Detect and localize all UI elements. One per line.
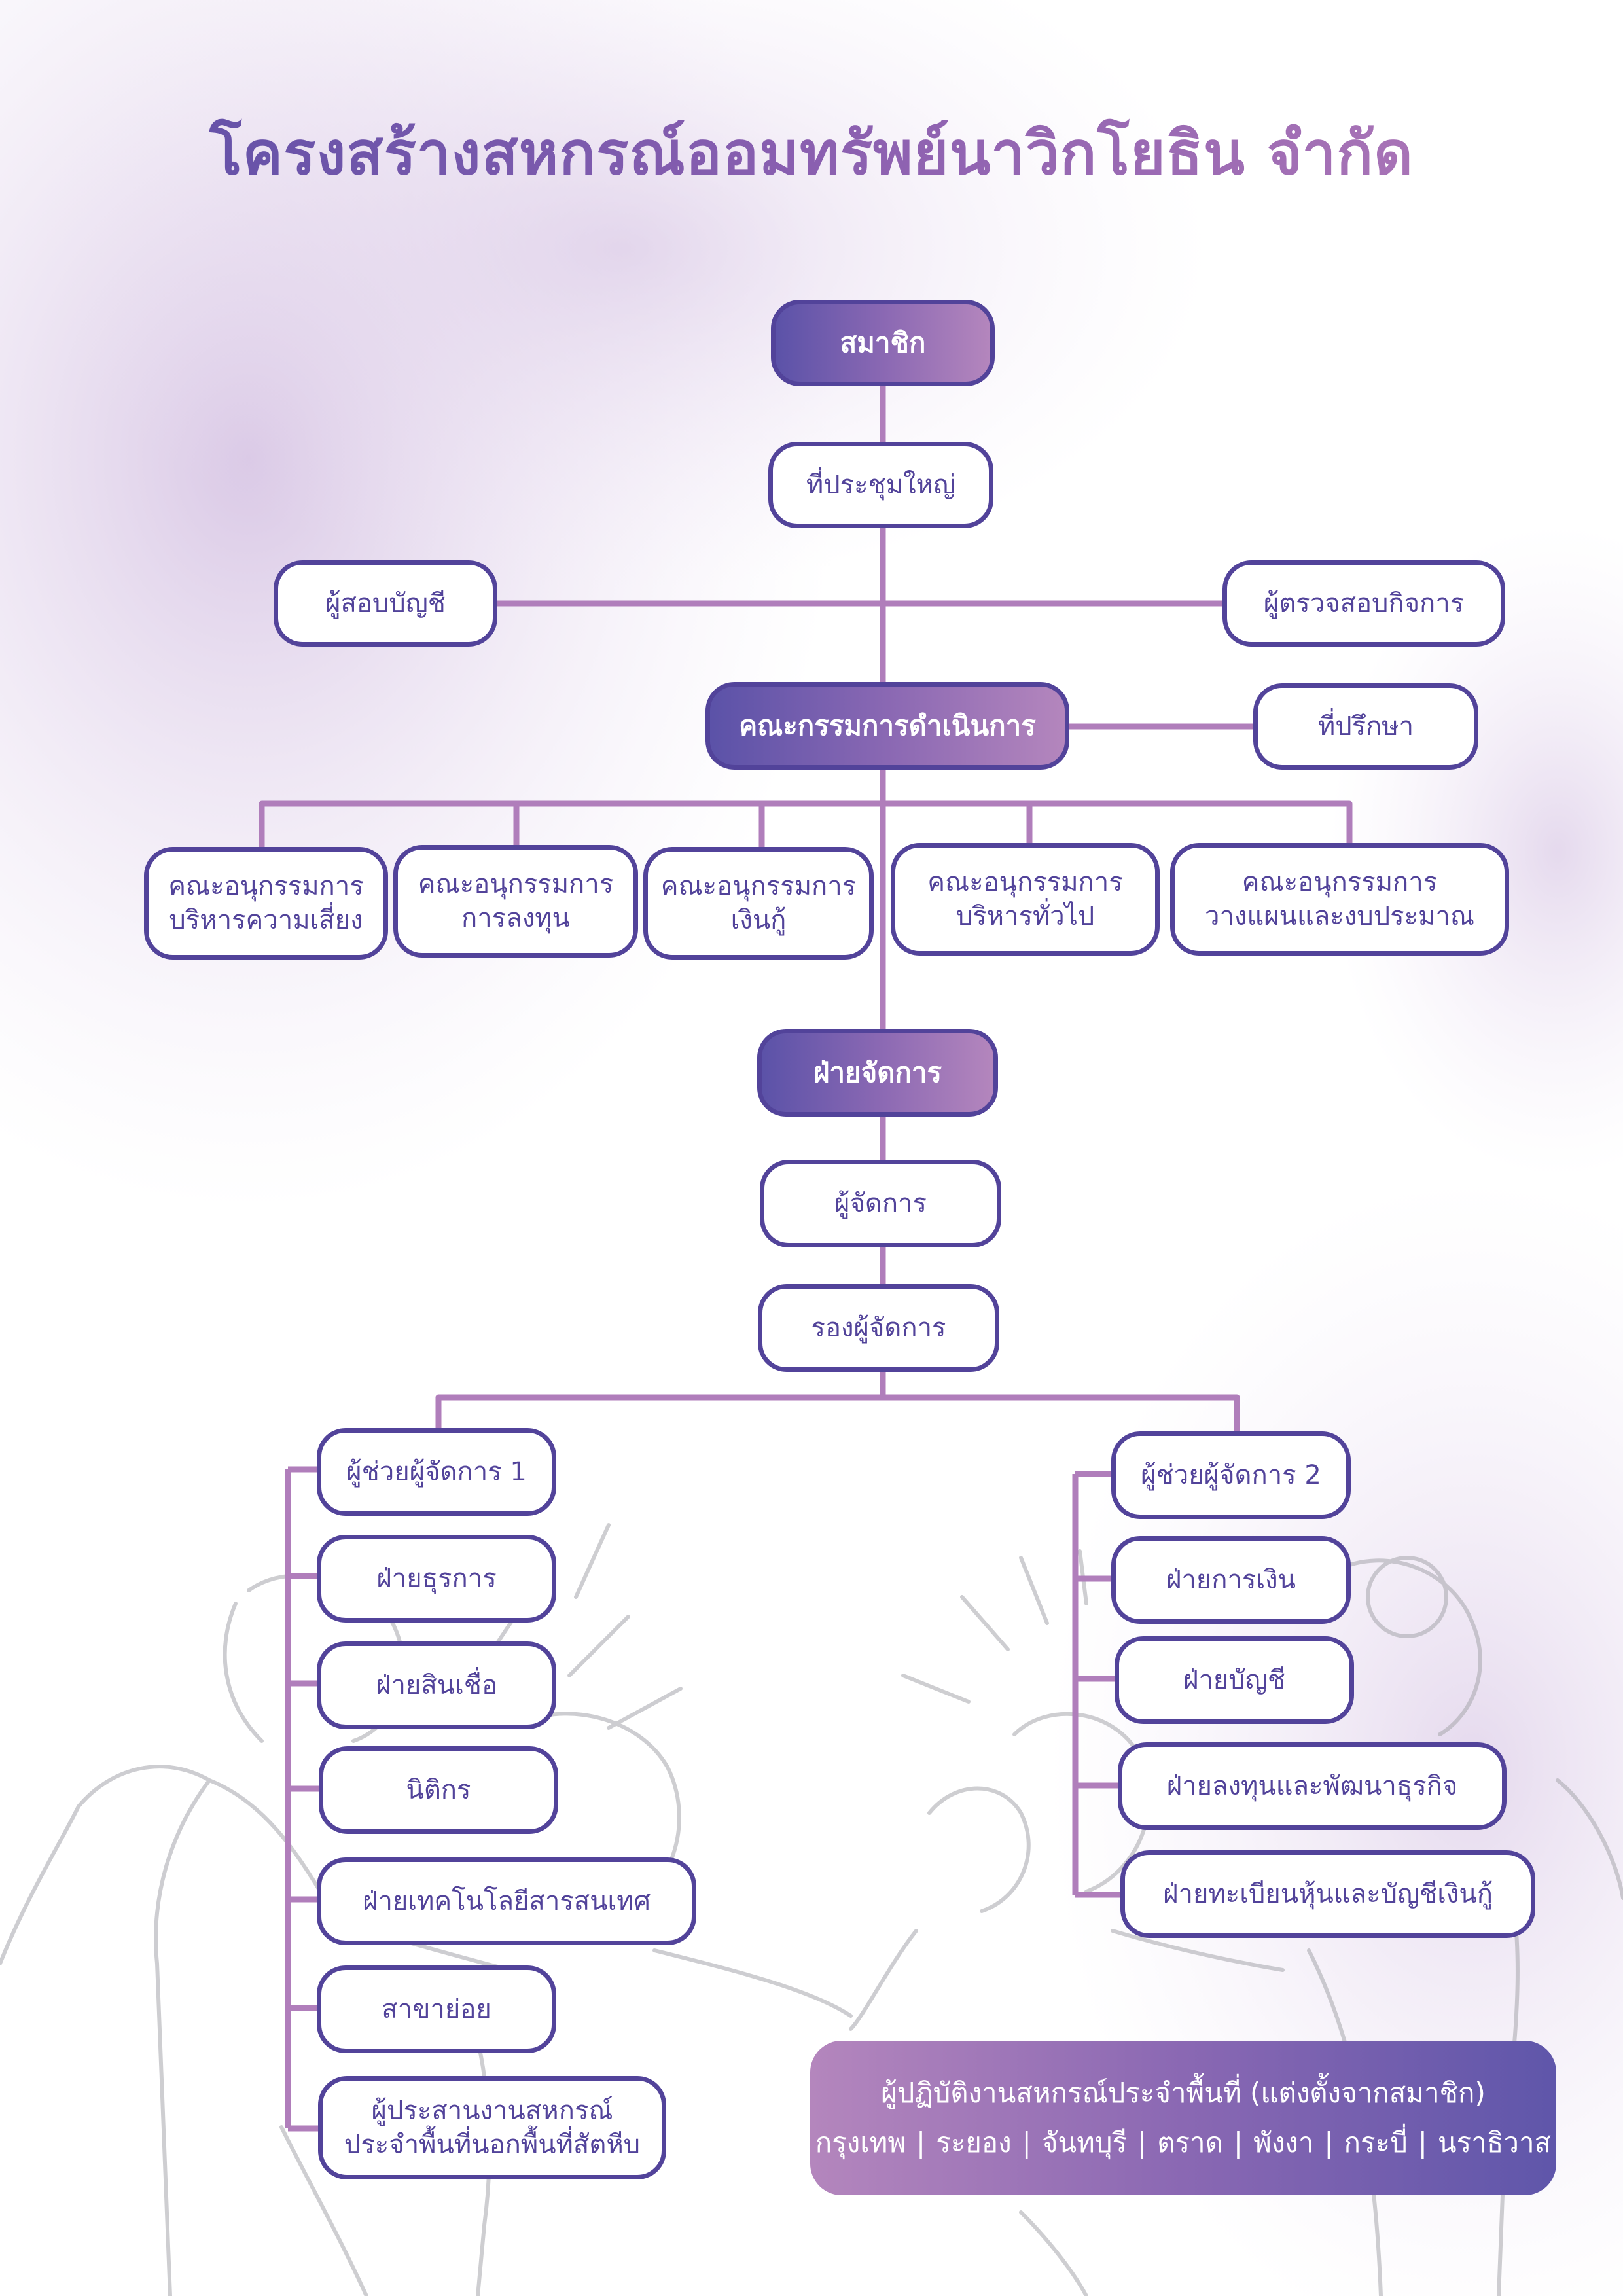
province-separator: | bbox=[1418, 2126, 1427, 2159]
subcommittee-line1: คณะอนุกรรมการ bbox=[927, 867, 1123, 897]
province-list: กรุงเทพ | ระยอง | จันทบุรี | ตราด | พังงา | กระบี่… bbox=[810, 2118, 1556, 2168]
assistant-manager-2-box: ผู้ช่วยผู้จัดการ 2 bbox=[1111, 1431, 1351, 1519]
subcommittee-line2: เงินกู้ bbox=[730, 905, 787, 935]
dept-credit: ฝ่ายสินเชื่อ bbox=[317, 1641, 556, 1729]
coordinator-line2: ประจำพื้นที่นอกพื้นที่สัตหีบ bbox=[344, 2130, 641, 2160]
subcommittee-line2: บริหารทั่วไป bbox=[955, 901, 1095, 931]
page-title: โครงสร้างสหกรณ์ออมทรัพย์นาวิกโยธิน จำกัด bbox=[0, 105, 1623, 201]
subcommittee-line2: การลงทุน bbox=[461, 903, 570, 933]
general-meeting-box: ที่ประชุมใหญ่ bbox=[768, 442, 993, 528]
province-item: พังงา bbox=[1253, 2126, 1314, 2159]
province-separator: | bbox=[1022, 2126, 1031, 2159]
dept-accounting: ฝ่ายบัญชี bbox=[1115, 1636, 1354, 1724]
province-item: นราธิวาส bbox=[1437, 2126, 1552, 2159]
dept-sub-branch: สาขาย่อย bbox=[317, 1965, 556, 2053]
assistant-manager-1-box: ผู้ช่วยผู้จัดการ 1 bbox=[317, 1428, 556, 1516]
subcommittee-investment: คณะอนุกรรมการ การลงทุน bbox=[393, 845, 638, 958]
field-officers-heading: ผู้ปฏิบัติงานสหกรณ์ประจำพื้นที่ (แต่งตั้… bbox=[881, 2077, 1486, 2109]
province-item: กระบี่ bbox=[1344, 2126, 1408, 2159]
province-item: กรุงเทพ bbox=[815, 2126, 906, 2159]
subcommittee-line2: บริหารความเสี่ยง bbox=[169, 905, 363, 935]
province-item: ระยอง bbox=[936, 2126, 1012, 2159]
manager-box: ผู้จัดการ bbox=[760, 1160, 1001, 1247]
dept-share-registry-loan-accounts: ฝ่ายทะเบียนหุ้นและบัญชีเงินกู้ bbox=[1120, 1850, 1535, 1938]
advisor-box: ที่ปรึกษา bbox=[1253, 683, 1478, 770]
subcommittee-risk: คณะอนุกรรมการ บริหารความเสี่ยง bbox=[144, 847, 388, 960]
deputy-manager-box: รองผู้จัดการ bbox=[758, 1284, 999, 1372]
subcommittee-line1: คณะอนุกรรมการ bbox=[418, 869, 614, 899]
dept-legal: นิติกร bbox=[319, 1746, 558, 1834]
subcommittee-loan: คณะอนุกรรมการ เงินกู้ bbox=[643, 847, 874, 960]
field-officers-banner: ผู้ปฏิบัติงานสหกรณ์ประจำพื้นที่ (แต่งตั้… bbox=[810, 2041, 1556, 2195]
province-item: ตราด bbox=[1157, 2126, 1223, 2159]
province-separator: | bbox=[1324, 2126, 1334, 2159]
dept-general-affairs: ฝ่ายธุรการ bbox=[317, 1535, 556, 1623]
coordinator-line1: ผู้ประสานงานสหกรณ์ bbox=[371, 2096, 613, 2126]
area-coordinator-box: ผู้ประสานงานสหกรณ์ ประจำพื้นที่นอกพื้นที… bbox=[318, 2076, 666, 2179]
subcommittee-line1: คณะอนุกรรมการ bbox=[1241, 867, 1438, 897]
auditor-box: ผู้สอบบัญชี bbox=[274, 560, 497, 647]
subcommittee-line1: คณะอนุกรรมการ bbox=[660, 871, 857, 901]
management-division-box: ฝ่ายจัดการ bbox=[757, 1029, 998, 1117]
subcommittee-general-admin: คณะอนุกรรมการ บริหารทั่วไป bbox=[891, 843, 1160, 956]
province-item: จันทบุรี bbox=[1041, 2126, 1128, 2159]
board-box: คณะกรรมการดำเนินการ bbox=[705, 682, 1069, 770]
subcommittee-line1: คณะอนุกรรมการ bbox=[168, 871, 364, 901]
subcommittee-planning-budget: คณะอนุกรรมการ วางแผนและงบประมาณ bbox=[1170, 843, 1509, 956]
business-inspector-box: ผู้ตรวจสอบกิจการ bbox=[1222, 560, 1505, 647]
subcommittee-line2: วางแผนและงบประมาณ bbox=[1204, 901, 1474, 931]
dept-investment-business-development: ฝ่ายลงทุนและพัฒนาธุรกิจ bbox=[1118, 1742, 1507, 1830]
members-box: สมาชิก bbox=[771, 300, 995, 386]
province-separator: | bbox=[1233, 2126, 1243, 2159]
dept-information-technology: ฝ่ายเทคโนโลยีสารสนเทศ bbox=[317, 1857, 696, 1945]
province-separator: | bbox=[1137, 2126, 1147, 2159]
dept-finance: ฝ่ายการเงิน bbox=[1111, 1536, 1351, 1624]
province-separator: | bbox=[916, 2126, 926, 2159]
